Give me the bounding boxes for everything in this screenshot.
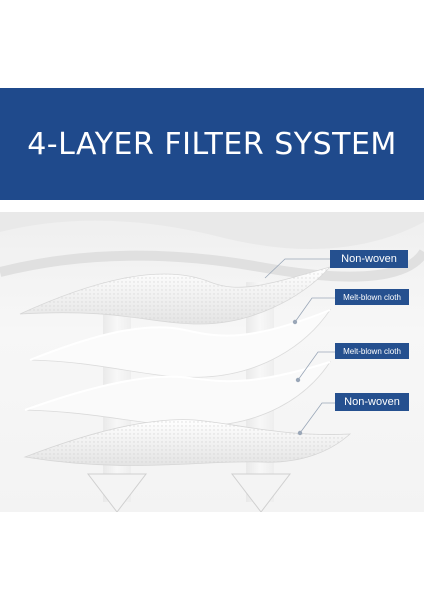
label-non-woven-bottom: Non-woven: [335, 393, 409, 411]
arrow-down-icon: [230, 473, 292, 512]
arrow-down-icon: [86, 473, 148, 512]
label-melt-blown-2: Melt-blown cloth: [335, 343, 409, 359]
title-banner: 4-LAYER FILTER SYSTEM: [0, 88, 424, 200]
layer-2: [29, 309, 332, 378]
layer-4: [23, 419, 352, 466]
callout-lines: [264, 258, 335, 436]
filter-layers-illustration: Non-woven Melt-blown cloth Melt-blown cl…: [0, 212, 424, 512]
banner-title: 4-LAYER FILTER SYSTEM: [27, 126, 397, 162]
label-non-woven-top: Non-woven: [330, 250, 408, 268]
label-melt-blown-1: Melt-blown cloth: [335, 289, 409, 305]
layers-graphic: [0, 212, 424, 512]
